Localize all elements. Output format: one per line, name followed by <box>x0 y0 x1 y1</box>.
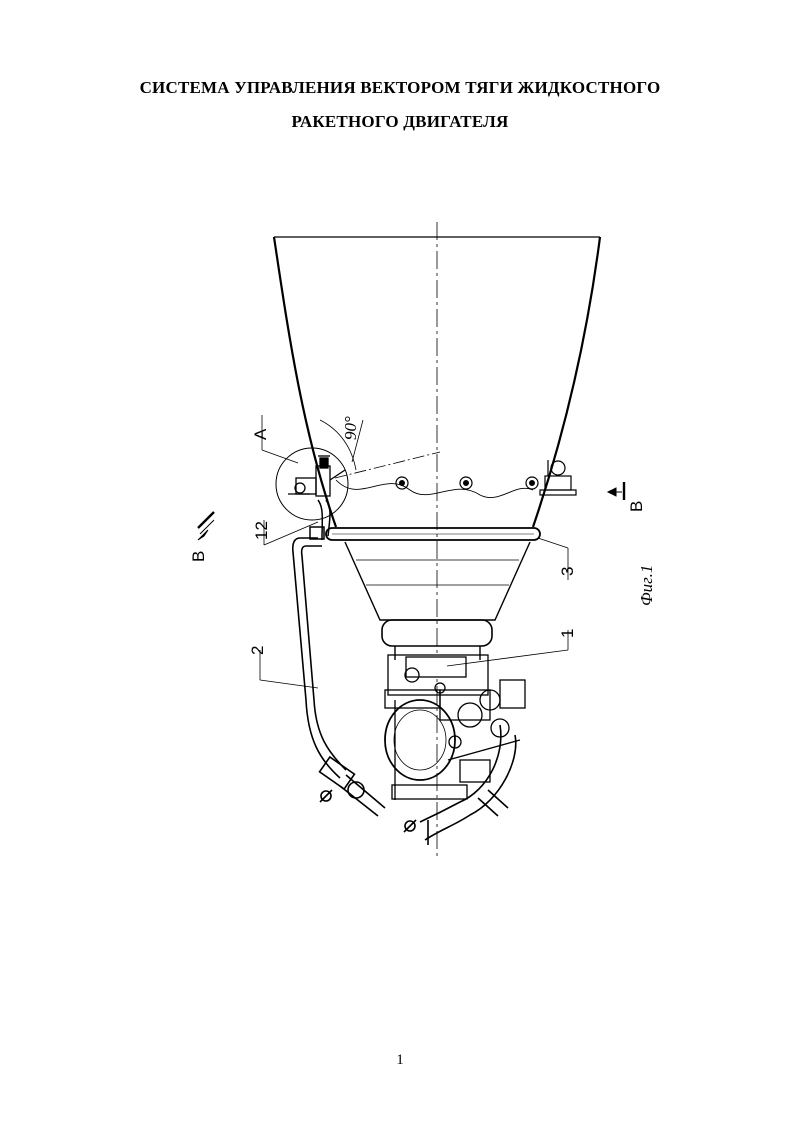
actuator-mount-right <box>539 460 577 496</box>
callout-2: 2 <box>248 646 267 655</box>
exhaust-duct <box>419 724 517 845</box>
section-arrow-right <box>606 482 626 500</box>
leader-lines <box>259 415 569 689</box>
angle-label: 90° <box>341 416 360 440</box>
feed-line-12 <box>309 499 331 541</box>
document-title-line-1: СИСТЕМА УПРАВЛЕНИЯ ВЕКТОРОМ ТЯГИ ЖИДКОСТ… <box>139 78 661 97</box>
callout-1: 1 <box>558 629 577 638</box>
section-arrow-left <box>197 511 215 541</box>
turbopump-assembly <box>384 654 526 800</box>
pipe-2 <box>291 537 417 833</box>
page-number: 1 <box>396 1052 404 1068</box>
document-title-line-2: РАКЕТНОГО ДВИГАТЕЛЯ <box>291 112 509 131</box>
nozzle-fasteners <box>395 476 539 490</box>
section-label-left: В <box>189 551 208 562</box>
section-label-right: В <box>627 501 646 512</box>
detail-a-valve <box>275 447 349 521</box>
angle-dimension <box>319 419 441 479</box>
manifold-ring <box>325 527 541 541</box>
figure-caption: Фиг.1 <box>637 565 656 606</box>
callout-3: 3 <box>558 567 577 576</box>
view-label-a: А <box>251 428 270 440</box>
combustion-chamber <box>344 541 531 660</box>
callout-12: 12 <box>252 521 271 540</box>
